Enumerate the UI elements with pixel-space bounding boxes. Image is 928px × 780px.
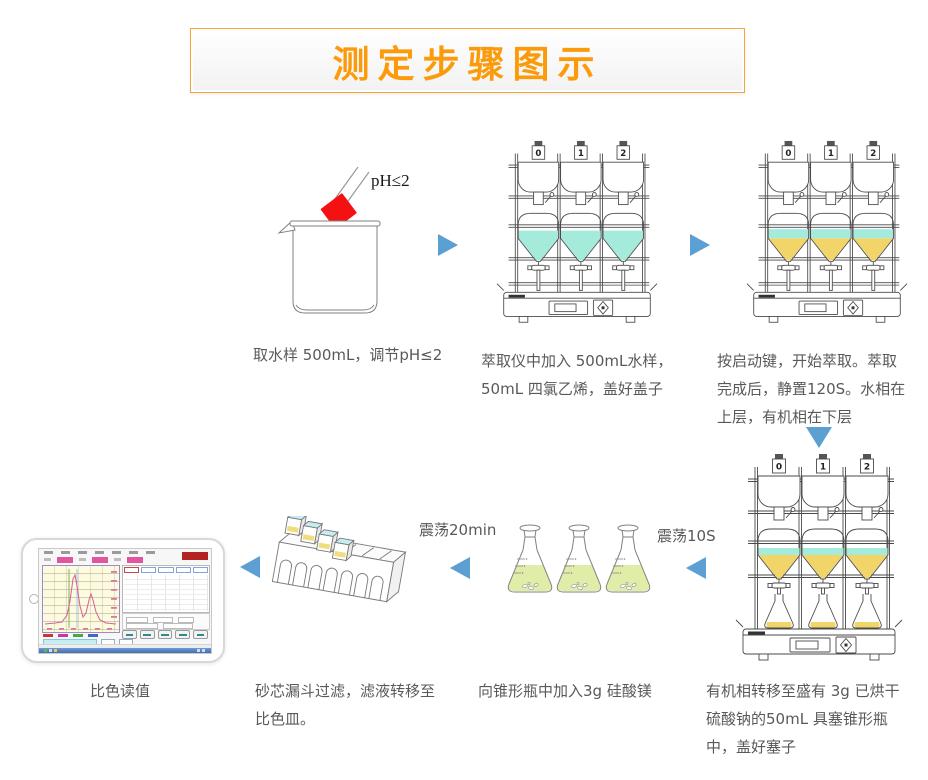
- extraction-apparatus-draining: 0 1 2: [733, 453, 905, 663]
- beaker-illustration: [262, 163, 447, 323]
- extraction-apparatus-settled: 0 1 2: [744, 140, 910, 329]
- svg-text:2: 2: [620, 149, 626, 159]
- tablet-device: [21, 538, 225, 663]
- flow-arrow-left-1: [686, 557, 706, 579]
- cuvette-rack-illustration: [264, 512, 414, 626]
- svg-text:0: 0: [535, 149, 541, 159]
- absorbance-chart: [42, 565, 120, 633]
- reading-values-display: [44, 556, 143, 563]
- step-caption-transfer-organic-phase: 有机相转移至盛有 3g 已烘干 硫酸钠的50mL 具塞锥形瓶 中，盖好塞子: [706, 682, 900, 756]
- svg-text:2: 2: [870, 149, 876, 159]
- erlenmeyer-flasks-illustration: [503, 522, 653, 614]
- parameter-form: [122, 613, 210, 630]
- data-table: [122, 565, 210, 613]
- flow-arrow-left-3: [240, 556, 260, 578]
- shake-10s-label: 震荡10S: [657, 527, 716, 545]
- svg-text:1: 1: [578, 149, 584, 159]
- step-caption-add-magnesium-silicate: 向锥形瓶中加入3g 硅酸镁: [478, 682, 652, 700]
- flow-arrow-down: [806, 427, 832, 448]
- extraction-apparatus-loaded: 0 1 2: [494, 140, 660, 329]
- svg-text:1: 1: [828, 149, 834, 159]
- flow-arrow-right-2: [690, 234, 710, 256]
- svg-text:1: 1: [820, 463, 826, 473]
- svg-text:2: 2: [864, 463, 870, 473]
- ph-annotation: pH≤2: [371, 171, 410, 190]
- step-caption-load-extractor: 萃取仪中加入 500mL水样， 50mL 四氯乙烯，盖好盖子: [481, 352, 673, 398]
- svg-text:0: 0: [785, 149, 791, 159]
- chart-legend-row: [43, 633, 98, 637]
- flow-arrow-left-2: [450, 557, 470, 579]
- flow-arrow-right-1: [438, 234, 458, 256]
- step-caption-run-extraction: 按启动键，开始萃取。萃取 完成后，静置120S。水相在 上层，有机相在下层: [717, 352, 906, 426]
- status-bar: [39, 644, 211, 649]
- step-caption-colorimetric-reading: 比色读值: [90, 682, 151, 700]
- ph-strip-icon: [320, 193, 357, 229]
- record-button: [182, 552, 208, 560]
- title-banner: 测定步骤图示: [190, 28, 745, 93]
- svg-text:0: 0: [776, 463, 782, 473]
- page-title: 测定步骤图示: [332, 42, 603, 86]
- software-buttons-row: [122, 630, 208, 639]
- software-menu-bar: [44, 551, 162, 554]
- shake-20min-label: 震荡20min: [419, 521, 497, 539]
- step-caption-filter: 砂芯漏斗过滤，滤液转移至 比色皿。: [255, 682, 436, 728]
- taskbar: [39, 648, 211, 653]
- analysis-software-screen: [38, 548, 212, 654]
- step-caption-take-sample: 取水样 500mL，调节pH≤2: [253, 346, 443, 364]
